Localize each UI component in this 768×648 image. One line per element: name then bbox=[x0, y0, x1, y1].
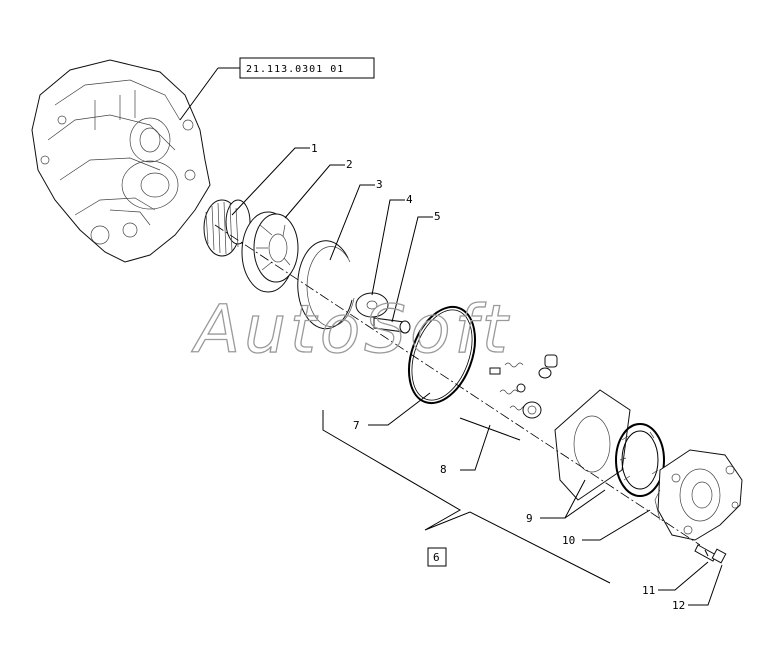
part-8-valve-kit bbox=[489, 354, 558, 419]
callout-8: 8 bbox=[440, 463, 447, 476]
reference-code: 21.113.0301 01 bbox=[246, 64, 344, 75]
part-7-o-ring bbox=[408, 305, 476, 405]
callouts: 1 2 3 4 5 7 8 9 10 11 12 bbox=[311, 142, 685, 612]
part-11-12-bolts bbox=[694, 544, 727, 564]
callout-6: 6 bbox=[433, 551, 440, 564]
leader-lines bbox=[231, 147, 723, 606]
reference-code-box: 21.113.0301 01 bbox=[179, 57, 375, 121]
part-9-clutch-plates bbox=[554, 389, 665, 501]
watermark: AutoSoft bbox=[191, 291, 512, 368]
callout-4: 4 bbox=[406, 193, 413, 206]
callout-11: 11 bbox=[642, 584, 655, 597]
transmission-housing bbox=[31, 59, 211, 263]
part-5-shaft-pin bbox=[373, 317, 411, 334]
callout-10: 10 bbox=[562, 534, 575, 547]
callout-9: 9 bbox=[526, 512, 533, 525]
callout-12: 12 bbox=[672, 599, 685, 612]
callout-1: 1 bbox=[311, 142, 318, 155]
callout-5: 5 bbox=[434, 210, 441, 223]
callout-3: 3 bbox=[376, 178, 383, 191]
assembly-group-bracket: 6 bbox=[322, 410, 611, 584]
callout-2: 2 bbox=[346, 158, 353, 171]
callout-7: 7 bbox=[353, 419, 360, 432]
part-2-clutch-hub bbox=[241, 211, 299, 293]
part-10-pump-housing bbox=[654, 449, 743, 541]
